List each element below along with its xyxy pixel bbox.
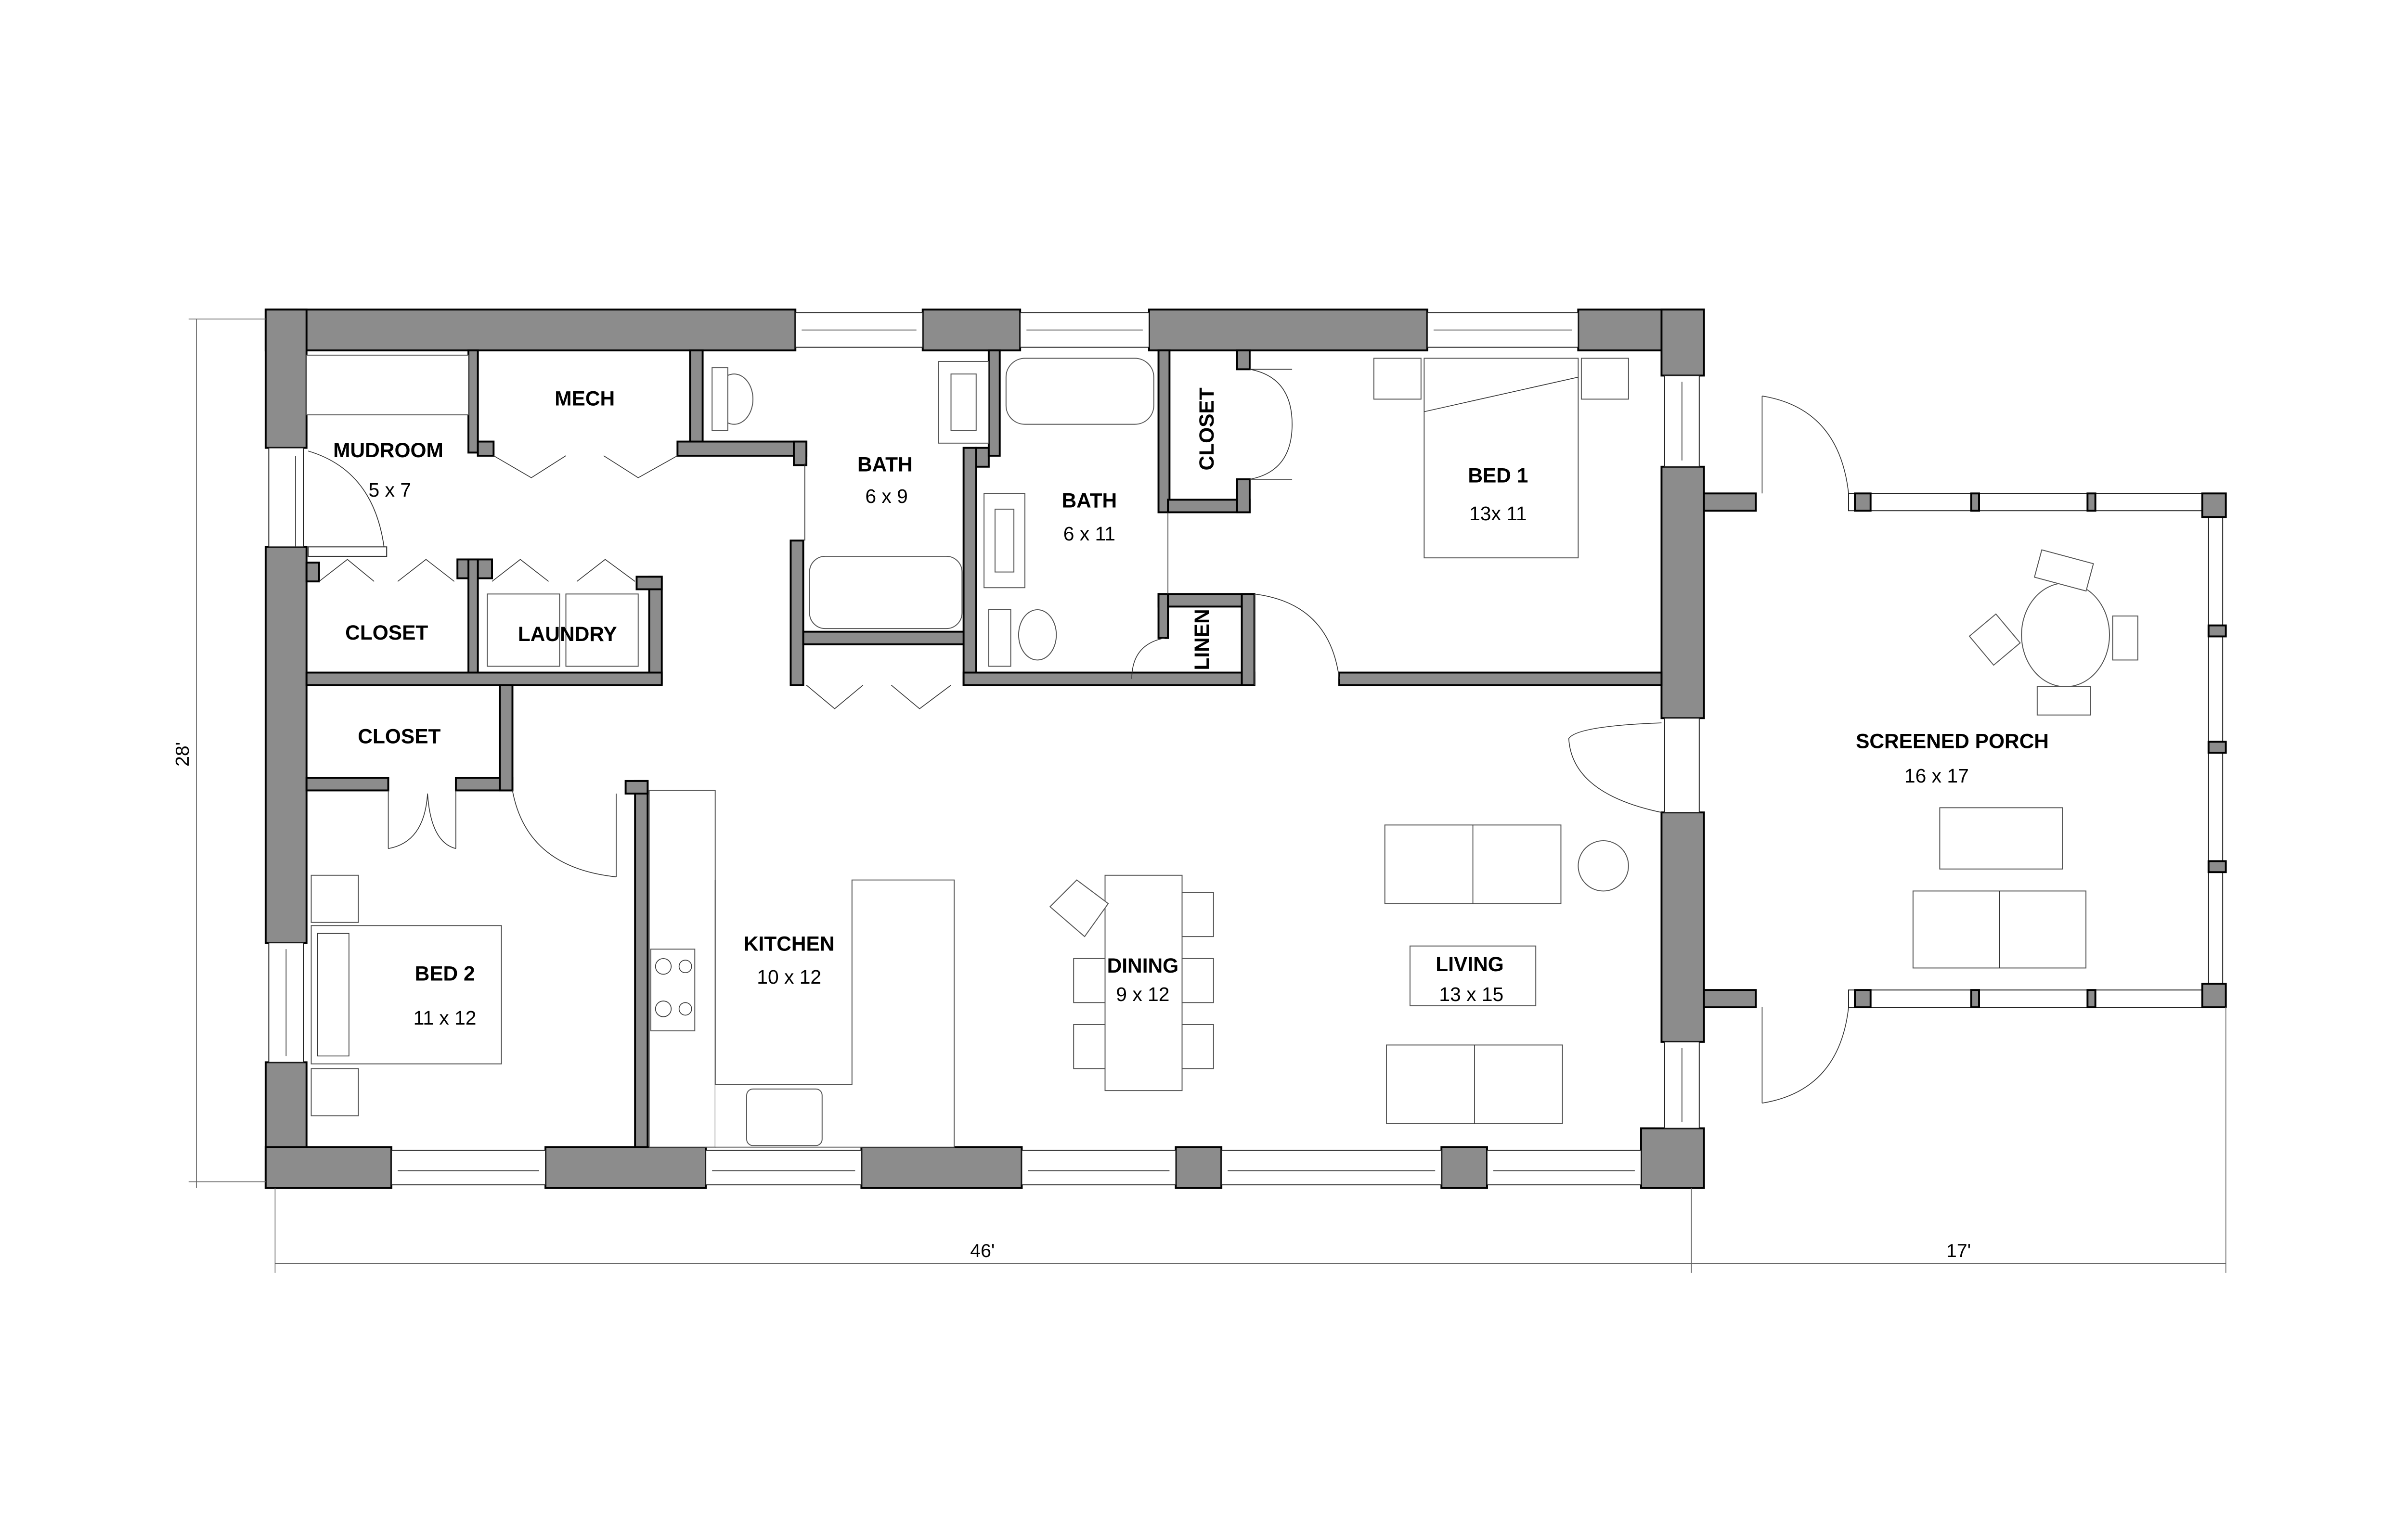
room-label-dining: DINING xyxy=(1107,954,1179,977)
porch-width-dimension: 17' xyxy=(1946,1241,1971,1261)
porch-screen xyxy=(1848,492,2227,1009)
room-size-kitchen: 10 x 12 xyxy=(757,966,821,988)
room-label-closet-bed1: CLOSET xyxy=(1195,387,1218,470)
room-label-mudroom: MUDROOM xyxy=(333,439,443,462)
room-size-bed2: 11 x 12 xyxy=(414,1007,477,1029)
room-label-closet-bed2: CLOSET xyxy=(358,725,440,747)
exterior-walls xyxy=(264,308,1757,1189)
interior-walls xyxy=(305,349,1663,1148)
room-label-bed1: BED 1 xyxy=(1468,464,1528,487)
windows xyxy=(268,312,1700,1186)
room-label-bed2: BED 2 xyxy=(415,962,475,985)
dimension-lines: 28' 46' 17' xyxy=(172,319,2226,1273)
room-size-living: 13 x 15 xyxy=(1439,983,1503,1005)
room-size-bath-a: 6 x 9 xyxy=(865,485,907,507)
room-size-porch: 16 x 17 xyxy=(1904,765,1969,787)
room-label-mech: MECH xyxy=(555,387,615,410)
room-label-linen: LINEN xyxy=(1191,609,1213,670)
doors xyxy=(295,369,1849,1104)
room-label-laundry: LAUNDRY xyxy=(518,623,617,645)
room-size-bed1: 13x 11 xyxy=(1469,502,1527,525)
room-label-closet-mudroom: CLOSET xyxy=(345,621,428,644)
room-label-bath-b: BATH xyxy=(1061,489,1117,512)
room-label-bath-a: BATH xyxy=(857,453,913,476)
room-label-living: LIVING xyxy=(1436,953,1503,975)
room-size-bath-b: 6 x 11 xyxy=(1063,523,1115,545)
height-dimension: 28' xyxy=(172,742,193,767)
room-label-porch: SCREENED PORCH xyxy=(1856,730,2049,752)
room-size-mudroom: 5 x 7 xyxy=(369,479,411,501)
room-size-dining: 9 x 12 xyxy=(1116,983,1169,1005)
house-width-dimension: 46' xyxy=(970,1241,995,1261)
furniture xyxy=(306,354,2138,1148)
room-label-kitchen: KITCHEN xyxy=(744,933,835,955)
room-labels: MUDROOM 5 x 7 MECH BATH 6 x 9 BATH 6 x 1… xyxy=(333,387,2049,1029)
